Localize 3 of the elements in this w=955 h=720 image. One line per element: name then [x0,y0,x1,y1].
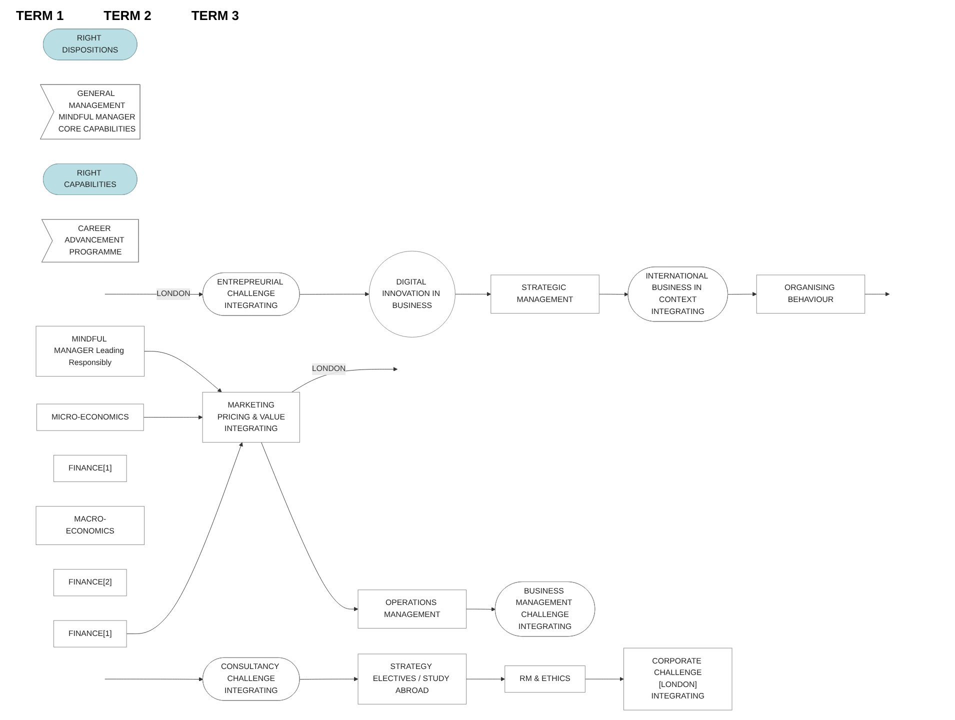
term-label: TERM 1 [16,8,64,23]
term-label: TERM 2 [104,8,152,23]
term-label: TERM 3 [191,8,240,23]
